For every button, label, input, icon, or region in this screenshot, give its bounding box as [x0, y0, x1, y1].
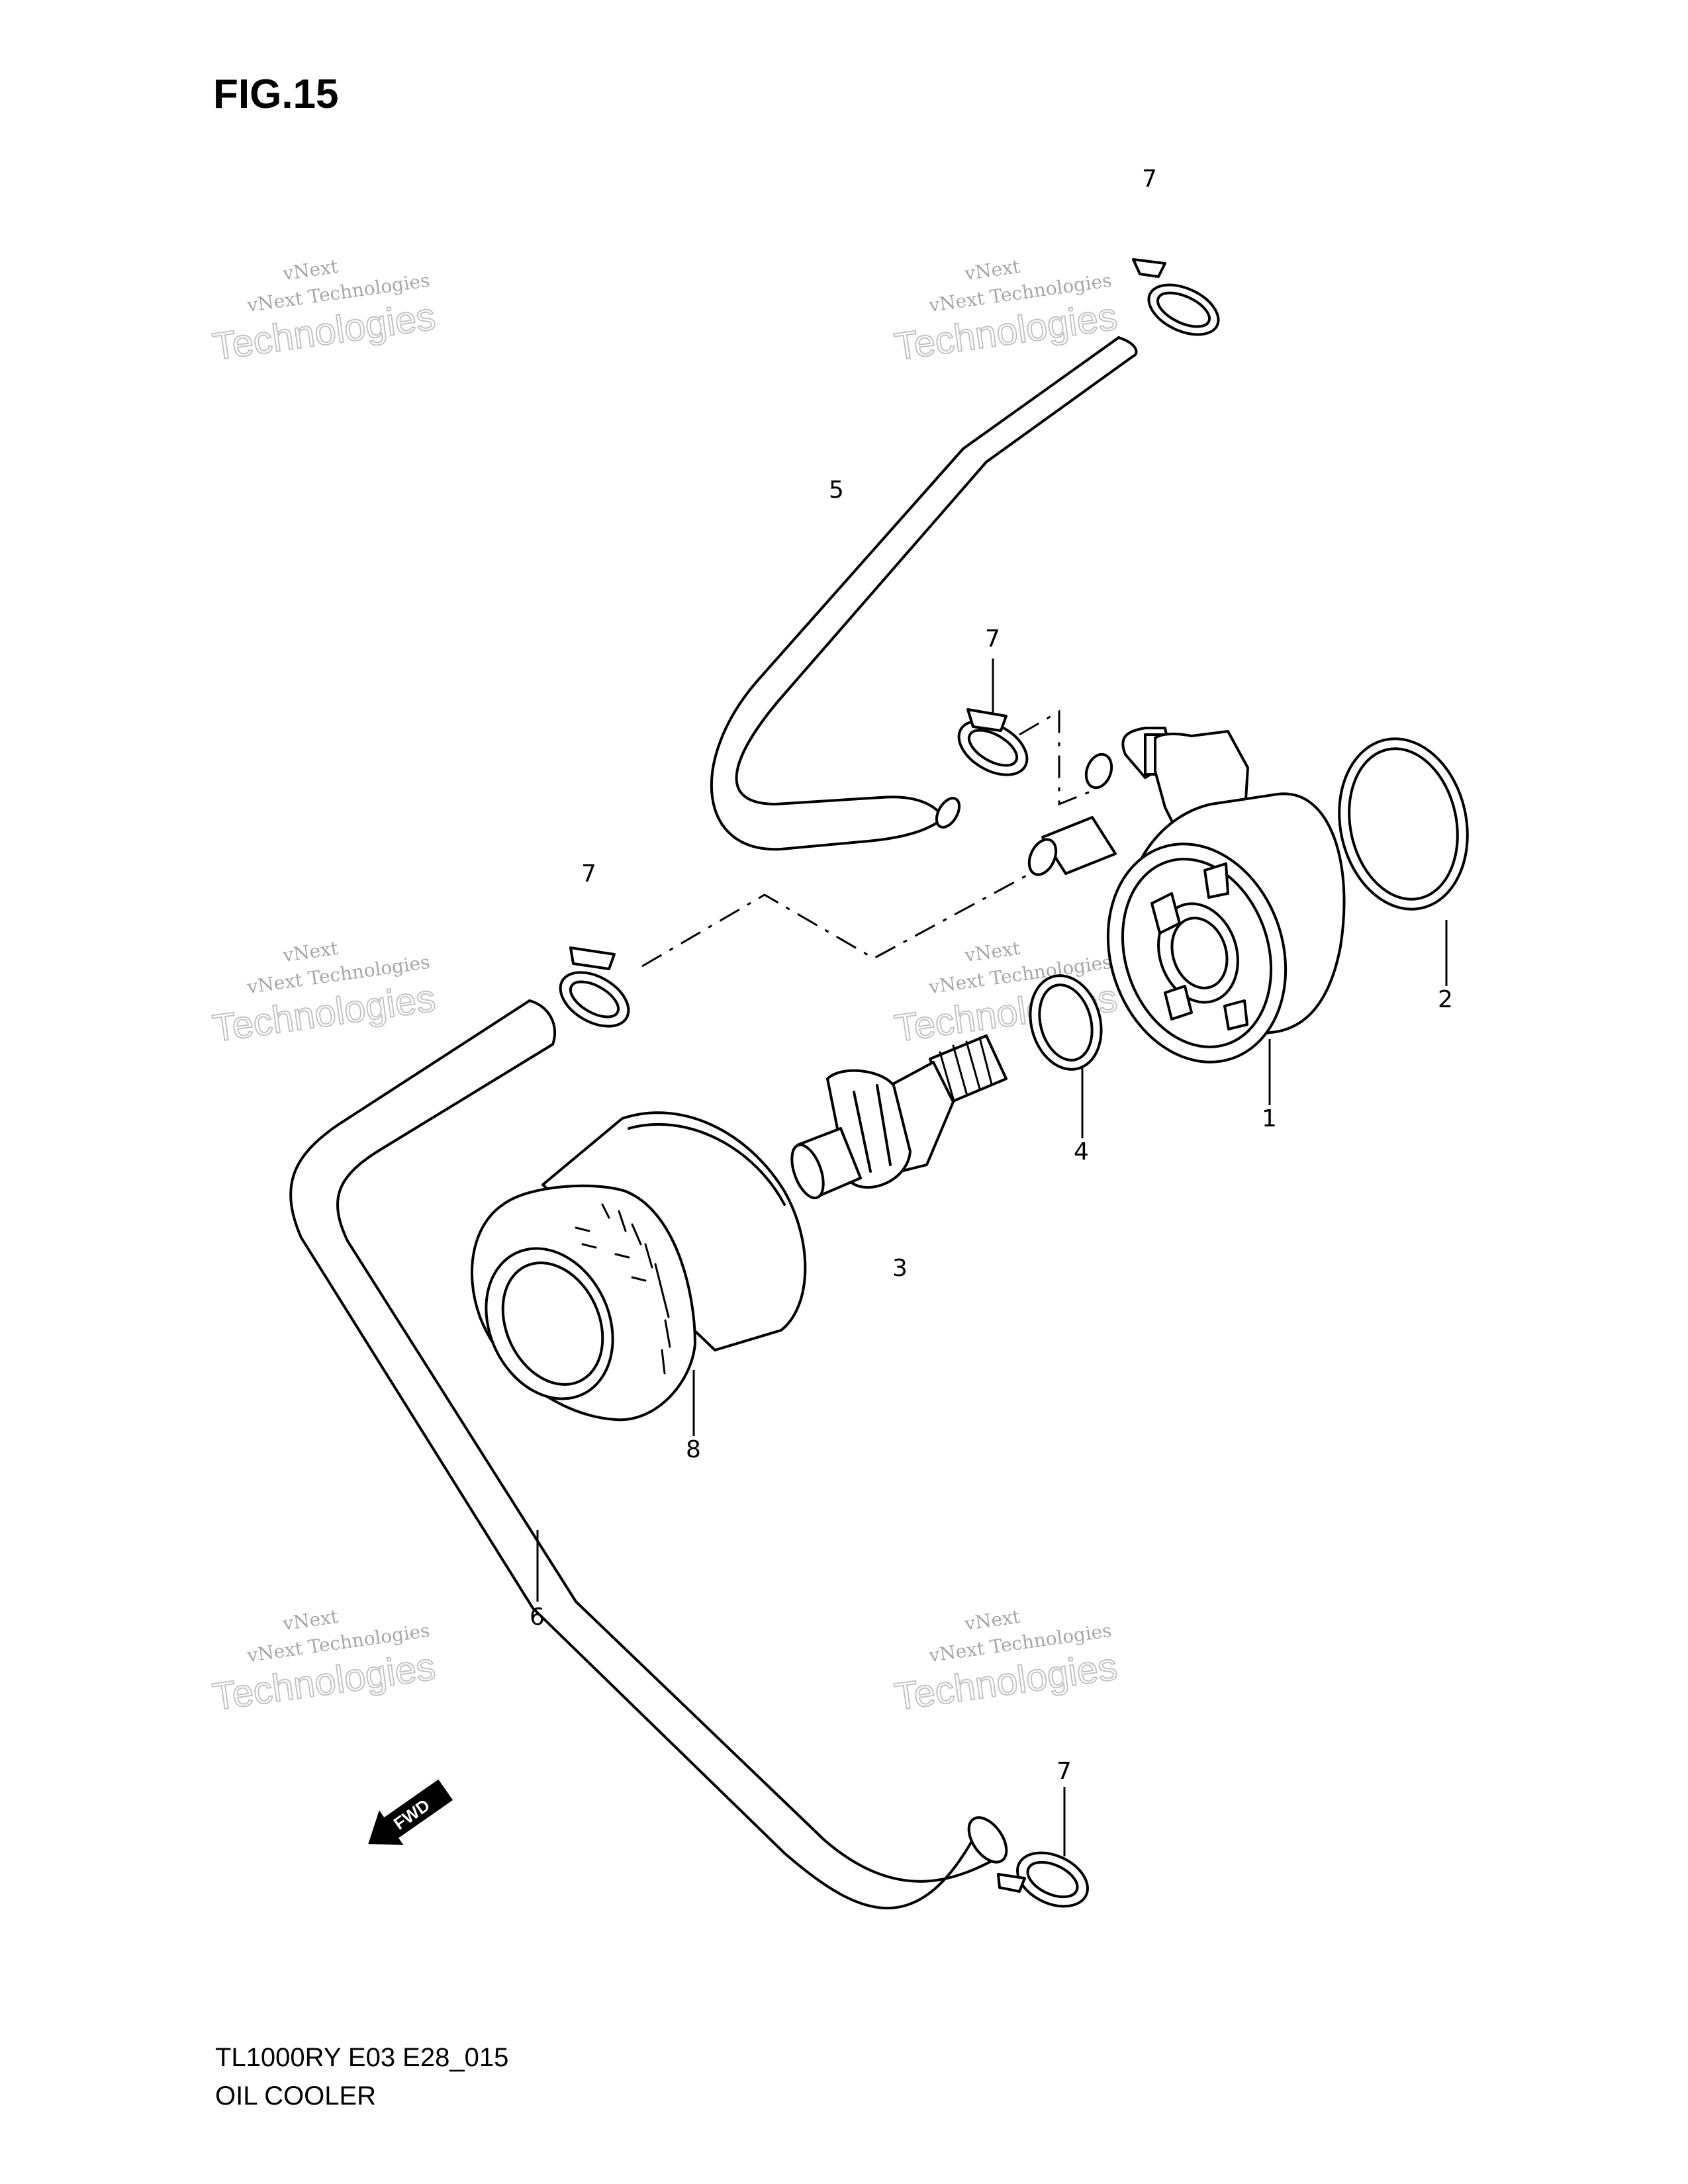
watermark-line1: vNext [281, 937, 340, 967]
hose-clamp-middle [957, 708, 1029, 776]
callout-2: 2 [1438, 986, 1453, 1013]
watermark-line1: vNext [962, 255, 1021, 285]
watermark-line1: vNext [962, 937, 1021, 967]
watermark: vNext vNext Technologies Technologies [891, 1606, 1120, 1719]
callout-5: 5 [829, 477, 844, 504]
watermark-line1: vNext [281, 255, 340, 285]
callout-1: 1 [1262, 1105, 1277, 1132]
section-name: OIL COOLER [215, 2081, 376, 2111]
callout-7-left: 7 [581, 860, 596, 887]
callout-7-top: 7 [1142, 165, 1157, 193]
watermark: vNext vNext Technologies Technologies [209, 1606, 438, 1719]
watermark: vNext vNext Technologies Technologies [891, 255, 1120, 369]
hose-clamp-bottom [997, 1851, 1089, 1908]
callout-6: 6 [530, 1604, 545, 1631]
union-bolt [790, 1034, 1008, 1200]
callout-4: 4 [1074, 1138, 1089, 1165]
watermark-line1: vNext [962, 1606, 1021, 1635]
fwd-direction-marker: FWD [368, 1779, 453, 1845]
watermark: vNext vNext Technologies Technologies [209, 255, 438, 369]
assembly-line-upper [1019, 709, 1093, 806]
callout-7-bottom: 7 [1056, 1758, 1072, 1785]
callout-7-middle: 7 [985, 625, 1000, 653]
watermark-line1: vNext [281, 1606, 340, 1635]
oil-cooler [1027, 727, 1346, 1064]
hose-clamp-left [559, 946, 630, 1028]
oil-filter [470, 1111, 807, 1422]
forward-arrow-icon [368, 1779, 453, 1845]
o-ring-large [1338, 737, 1469, 911]
upper-hose [710, 336, 1138, 851]
figure-title: FIG.15 [213, 71, 339, 117]
lower-hose [289, 999, 1008, 1910]
watermark: vNext vNext Technologies Technologies [209, 937, 438, 1051]
o-ring-small [1029, 974, 1103, 1071]
callout-8: 8 [686, 1436, 701, 1463]
callout-3: 3 [892, 1255, 908, 1282]
model-code: TL1000RY E03 E28_015 [215, 2043, 508, 2072]
hose-clamp-top [1132, 258, 1220, 336]
